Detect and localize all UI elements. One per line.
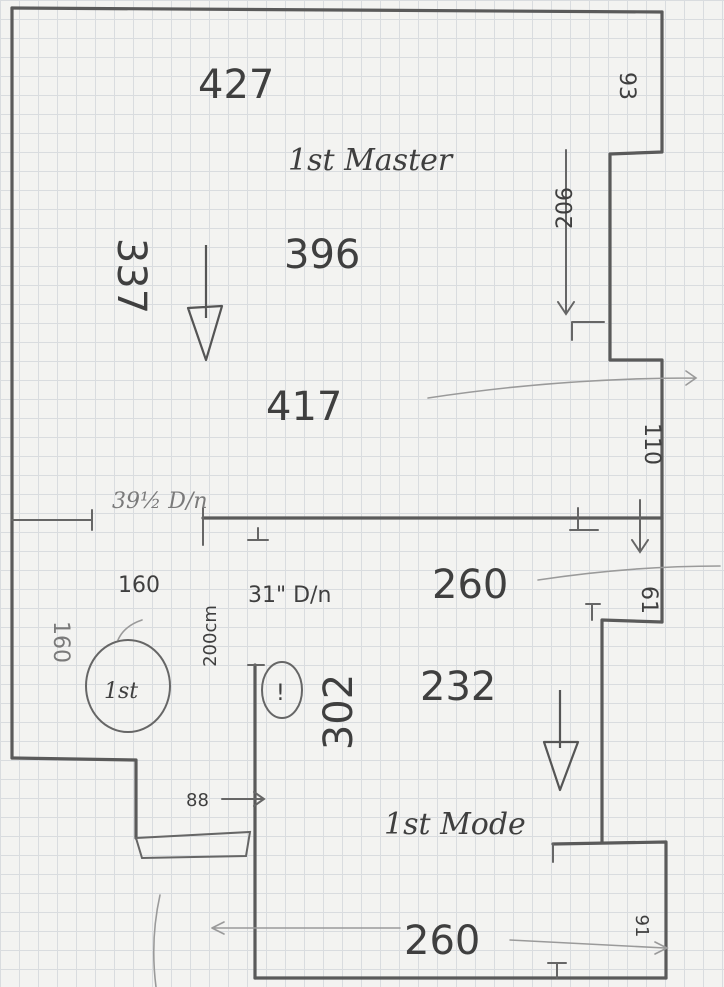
left-room-bottom-wall (10, 756, 138, 840)
top-wall (10, 6, 664, 14)
dim-top-260: 260 (432, 562, 508, 608)
dim-bottom-417: 417 (266, 384, 342, 430)
door-swing-arc (152, 894, 161, 987)
dim-top-427: 427 (198, 62, 274, 108)
dim-160-top: 160 (118, 573, 160, 598)
arrow-417 (427, 370, 698, 399)
label-1st-mode: 1st Mode (384, 807, 526, 842)
left-room-ledge (134, 830, 252, 860)
dim-inner-232: 232 (420, 664, 496, 710)
circle-1st (85, 639, 171, 733)
label-1st-left: 1st (104, 679, 138, 704)
arrow-206 (557, 149, 575, 316)
down-arrow-bottom (542, 690, 580, 792)
dim-notch-93: 93 (614, 72, 639, 100)
arrow-260 (537, 565, 721, 581)
down-arrow-top (186, 245, 224, 362)
dim-notch-91: 91 (631, 915, 652, 938)
right-step-wall (600, 618, 664, 844)
lower-right-notch (551, 840, 668, 980)
arrow-260-bottom (211, 921, 669, 955)
label-1st-master: 1st Master (288, 143, 454, 178)
tick-marks (202, 321, 605, 979)
dim-160-side: 160 (48, 621, 73, 663)
door-height-200cm: 200cm (200, 605, 221, 667)
curve-160-side (117, 619, 143, 641)
dim-notch-110: 110 (639, 423, 664, 465)
door-width-31: 31" D/n (248, 583, 331, 608)
walls (10, 6, 668, 980)
arrow-110 (631, 499, 649, 554)
upper-right-wall (608, 10, 664, 624)
dimension-arrows (39, 149, 721, 987)
dim-notch-61: 61 (636, 586, 661, 614)
dim-height-302: 302 (316, 674, 362, 750)
dim-left-337: 337 (108, 238, 154, 314)
dim-bottom-260: 260 (404, 918, 480, 964)
arrow-160-top (39, 509, 93, 531)
dim-inner-396: 396 (284, 232, 360, 278)
direction-arrows (186, 245, 580, 792)
circle-marker (261, 661, 303, 719)
dim-recess-206: 206 (553, 187, 578, 229)
arrow-88 (221, 791, 266, 807)
dim-step-88: 88 (186, 790, 209, 811)
marker-exclamation: ! (276, 681, 285, 706)
door-width-39: 39½ D/n (112, 489, 208, 514)
